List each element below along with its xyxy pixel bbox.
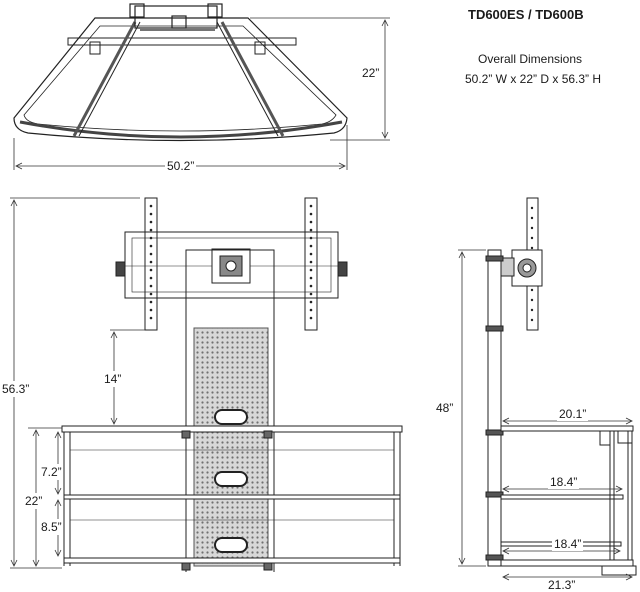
side-view-dimensions [458,249,633,581]
side-base-depth-label: 21.3” [548,578,576,592]
top-view-strut-right [220,21,285,137]
top-view-strut-left [72,21,137,137]
dimensions-heading: Overall Dimensions [478,52,583,66]
front-gap-label: 14” [103,371,123,387]
side-shelf-mid-label: 18.4” [548,475,580,489]
top-view-glass-inner [23,25,337,132]
front-total-height-label: 56.3” [2,381,30,397]
overall-dimensions: 50.2” W x 22” D x 56.3” H [465,72,602,86]
side-height-label: 48” [436,400,454,416]
side-middle-shelf [500,494,624,500]
top-view-dimensions [13,17,390,170]
front-view [61,197,403,572]
top-view [13,3,348,142]
side-base [500,559,634,567]
front-mount-bracket-left [144,197,158,331]
front-cable-slot-bottom [214,537,248,553]
side-shelf-bottom-label: 18.4” [552,537,584,551]
front-stand-height-label: 22” [24,493,44,509]
top-view-outline [13,17,348,142]
front-middle-shelf [63,494,401,500]
front-perforated-panel [193,327,269,567]
top-view-mount-bar [67,37,297,46]
top-view-front-rim [19,120,343,139]
top-view-depth-label: 22” [362,66,380,80]
top-view-mount-head [134,5,218,29]
front-mount-bracket-right [304,197,318,331]
top-view-width-label: 50.2” [165,159,197,173]
front-cable-slot-mid [214,471,248,487]
side-top-depth-label: 20.1” [557,407,589,421]
model-title: TD600ES / TD600B [468,7,584,22]
front-shelf-lower-label: 8.5” [40,519,63,535]
front-shelf-upper-label: 7.2” [40,464,63,480]
front-top-shelf [61,425,403,433]
front-bottom-shelf [63,557,401,564]
front-cable-slot-top [214,409,248,425]
side-top-shelf [500,425,634,432]
side-column [487,249,502,567]
side-view [485,197,637,576]
